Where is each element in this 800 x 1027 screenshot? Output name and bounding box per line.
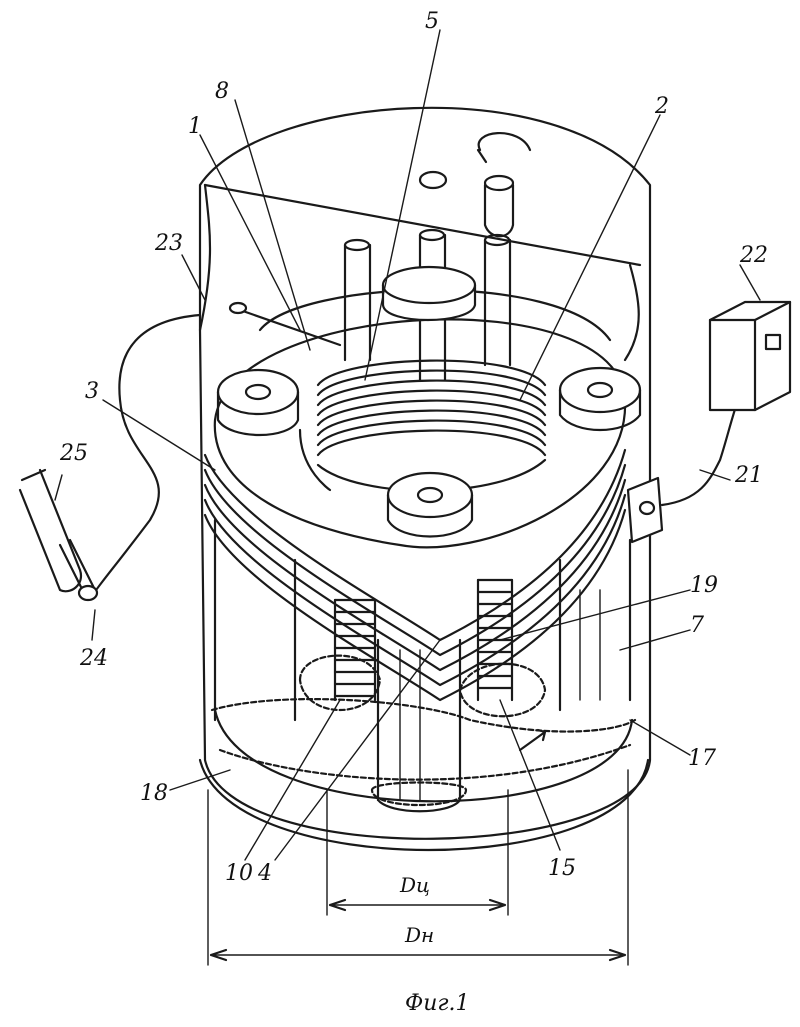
label-18: 18 xyxy=(140,781,168,806)
label-10: 10 xyxy=(225,861,253,886)
power-box xyxy=(628,302,790,542)
lid xyxy=(420,133,530,236)
label-5: 5 xyxy=(425,9,439,34)
label-15: 15 xyxy=(548,856,576,881)
gears xyxy=(212,656,635,805)
label-1: 1 xyxy=(188,114,202,139)
label-3: 3 xyxy=(85,379,99,404)
label-7: 7 xyxy=(690,613,704,638)
label-2: 2 xyxy=(654,94,669,119)
springs xyxy=(335,580,512,700)
label-24: 24 xyxy=(79,646,108,671)
dimension-inner-label: Dц xyxy=(399,873,430,897)
label-21: 21 xyxy=(734,463,763,488)
dimension-outer-label: Dн xyxy=(404,923,434,947)
label-4: 4 xyxy=(257,861,272,886)
rotation-arrow xyxy=(520,730,545,750)
label-19: 19 xyxy=(690,573,718,598)
label-17: 17 xyxy=(688,746,716,771)
label-25: 25 xyxy=(59,441,88,466)
label-23: 23 xyxy=(154,231,183,256)
label-22: 22 xyxy=(739,243,768,268)
label-8: 8 xyxy=(215,79,229,104)
figure-caption: Фиг.1 xyxy=(405,991,470,1016)
